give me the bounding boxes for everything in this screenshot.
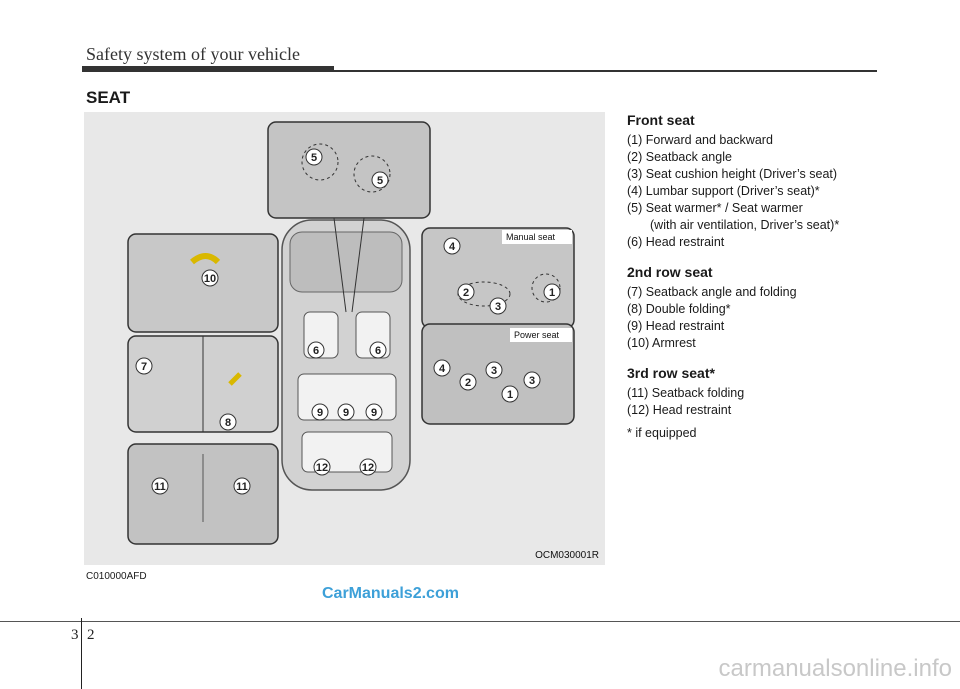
header-title: Safety system of your vehicle [86, 44, 300, 64]
callout-3a-power: 3 [485, 361, 503, 379]
svg-text:2: 2 [463, 287, 469, 299]
callout-7: 7 [135, 357, 153, 375]
svg-text:1: 1 [507, 389, 513, 401]
folding-arrow [228, 372, 242, 386]
callout-12b: 12 [359, 458, 377, 476]
third-row-item: (11) Seatback folding [627, 386, 745, 400]
callout-5b: 5 [371, 171, 389, 189]
figure-caption: OCM030001R [535, 550, 599, 561]
callout-4-manual: 4 [443, 237, 461, 255]
manual-lever-outline [531, 273, 561, 303]
svg-text:10: 10 [204, 273, 216, 285]
seat-description: Front seat (1) Forward and backward (2) … [627, 112, 917, 455]
svg-text:8: 8 [225, 417, 231, 429]
power-seat-label: Power seat [514, 330, 560, 340]
inset-seat-warmer [267, 121, 431, 219]
warmer-switch-right [353, 155, 391, 193]
second-row-item: (10) Armrest [627, 336, 696, 350]
third-row-item: (12) Head restraint [627, 403, 732, 417]
callout-9a: 9 [311, 403, 329, 421]
page-chapter: 3 [71, 627, 79, 643]
callout-9b: 9 [337, 403, 355, 421]
figure-code: C010000AFD [86, 571, 147, 582]
front-seat-item-continued: (with air ventilation, Driver’s seat)* [650, 218, 840, 232]
svg-text:9: 9 [343, 407, 349, 419]
footer-rule [0, 621, 960, 622]
svg-text:5: 5 [311, 152, 317, 164]
leader-line [333, 217, 347, 313]
svg-text:3: 3 [495, 301, 501, 313]
armrest-arrow [190, 253, 221, 265]
callout-6b: 6 [369, 341, 387, 359]
power-seat-label-bg [510, 328, 572, 342]
footer-divider [81, 618, 82, 689]
svg-text:5: 5 [377, 175, 383, 187]
manual-seat-label: Manual seat [506, 232, 556, 242]
svg-text:4: 4 [439, 363, 446, 375]
second-row-block: 2nd row seat (7) Seatback angle and fold… [627, 264, 917, 352]
second-row-item: (7) Seatback angle and folding [627, 285, 797, 299]
callout-3-manual: 3 [489, 297, 507, 315]
watermark-link[interactable]: CarManuals2.com [322, 585, 459, 602]
svg-text:11: 11 [154, 481, 166, 493]
callout-1-power: 1 [501, 385, 519, 403]
second-row-item: (8) Double folding* [627, 302, 731, 316]
front-seat-item: (2) Seatback angle [627, 150, 732, 164]
dashboard [289, 231, 403, 293]
front-seat-item: (5) Seat warmer* / Seat warmer [627, 201, 803, 215]
callout-5a: 5 [305, 148, 323, 166]
third-row-block: 3rd row seat* (11) Seatback folding (12)… [627, 365, 917, 442]
front-seat-item: (3) Seat cushion height (Driver’s seat) [627, 167, 838, 181]
svg-text:2: 2 [465, 377, 471, 389]
svg-text:11: 11 [236, 481, 248, 493]
manual-seat-label-bg [502, 230, 572, 244]
warmer-switch-left [301, 143, 339, 181]
callout-11b: 11 [233, 477, 251, 495]
front-seat-block: Front seat (1) Forward and backward (2) … [627, 112, 917, 251]
callout-1-manual: 1 [543, 283, 561, 301]
svg-text:6: 6 [375, 345, 381, 357]
page-number: 2 [87, 627, 95, 643]
leader-line [351, 217, 365, 313]
svg-text:12: 12 [362, 462, 374, 474]
front-seat-item: (4) Lumbar support (Driver’s seat)* [627, 184, 820, 198]
svg-text:3: 3 [529, 375, 535, 387]
header-rule-thin [334, 70, 877, 72]
callout-10: 10 [201, 269, 219, 287]
callout-11a: 11 [151, 477, 169, 495]
callout-8: 8 [219, 413, 237, 431]
callout-2-power: 2 [459, 373, 477, 391]
callout-3b-power: 3 [523, 371, 541, 389]
svg-text:6: 6 [313, 345, 319, 357]
svg-text:1: 1 [549, 287, 555, 299]
svg-text:7: 7 [141, 361, 147, 373]
svg-text:9: 9 [371, 407, 377, 419]
seat-diagram-svg: Manual seat Power seat 5 5 10 7 8 11 11 … [127, 121, 575, 545]
callout-12a: 12 [313, 458, 331, 476]
front-seat-heading: Front seat [627, 112, 695, 128]
third-row-heading: 3rd row seat* [627, 365, 715, 381]
second-row-heading: 2nd row seat [627, 264, 713, 280]
watermark-footer: carmanualsonline.info [718, 655, 952, 682]
svg-text:9: 9 [317, 407, 323, 419]
callout-2-manual: 2 [457, 283, 475, 301]
callout-9c: 9 [365, 403, 383, 421]
section-title: SEAT [86, 88, 131, 107]
front-seat-item: (6) Head restraint [627, 235, 725, 249]
header-rule [82, 66, 334, 72]
footnote: * if equipped [627, 426, 697, 440]
second-row-item: (9) Head restraint [627, 319, 725, 333]
inset-armrest [127, 233, 279, 333]
svg-text:12: 12 [316, 462, 328, 474]
callout-4-power: 4 [433, 359, 451, 377]
front-seat-item: (1) Forward and backward [627, 133, 773, 147]
callout-6a: 6 [307, 341, 325, 359]
seat-illustration: Manual seat Power seat 5 5 10 7 8 11 11 … [84, 112, 605, 565]
svg-text:4: 4 [449, 241, 456, 253]
svg-text:3: 3 [491, 365, 497, 377]
